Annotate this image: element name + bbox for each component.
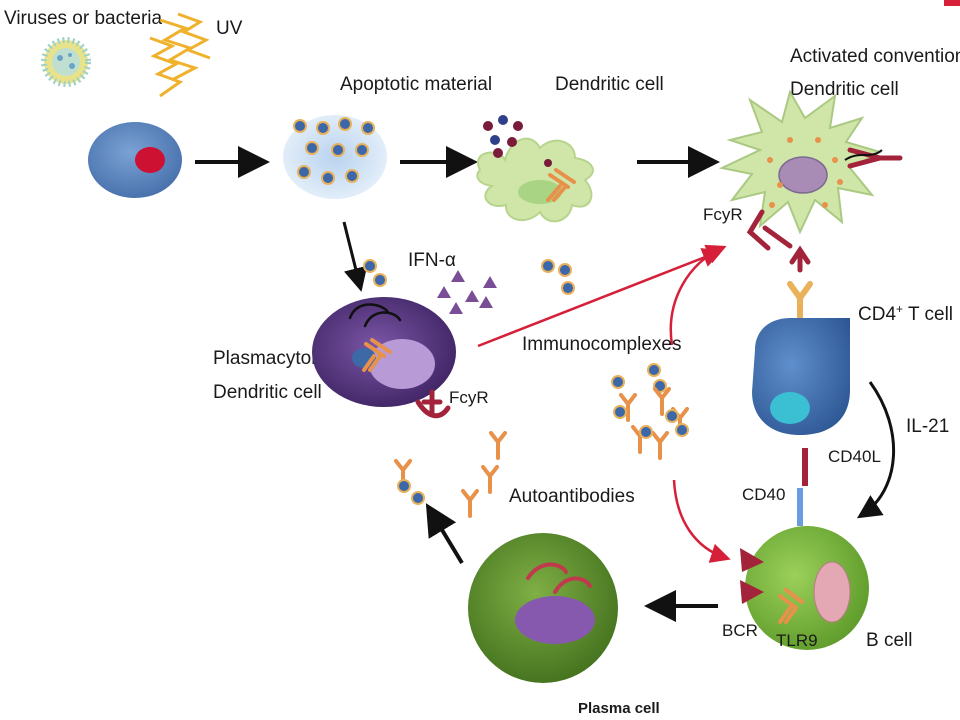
- label-fcyr-top: FcyR: [703, 205, 743, 224]
- apoptotic-material-icon: [283, 115, 387, 199]
- small-blobs-icon: [363, 259, 575, 295]
- virus-icon: [41, 37, 91, 87]
- corner-mark: [944, 0, 960, 6]
- label-cd4: CD4+ T cell: [858, 302, 953, 325]
- label-pdc-line1: Plasmacytoid: [213, 348, 326, 369]
- label-autoantibodies: Autoantibodies: [509, 486, 635, 507]
- plasma-cell-icon: [468, 533, 618, 683]
- autoantibodies-icon: [394, 431, 507, 518]
- ifn-alpha-triangles-icon: [437, 270, 497, 314]
- dendritic-cell-icon: [476, 115, 594, 223]
- immunocomplexes-icon: [611, 363, 689, 460]
- arrow-tcell-to-bcell: [856, 381, 896, 519]
- label-il21: IL-21: [906, 416, 949, 437]
- label-cd40l: CD40L: [828, 447, 881, 466]
- label-pdc-line2: Dendritic cell: [213, 382, 322, 403]
- label-apoptotic: Apoptotic material: [340, 74, 492, 95]
- arrow-apoptotic-to-pdc: [342, 221, 368, 292]
- arrow-immunocomplex-to-bcell: [672, 479, 731, 563]
- label-ifn: IFN-α: [408, 250, 456, 271]
- arrow-immunocomplex-to-activated: [669, 244, 727, 346]
- label-uv: UV: [216, 18, 243, 39]
- label-bcell: B cell: [866, 630, 912, 651]
- uv-rays-icon: [149, 12, 211, 98]
- arrow-plasma-to-autoantibodies: [425, 503, 464, 565]
- label-plasma: Plasma cell: [578, 700, 660, 717]
- cd40l-bar: [802, 448, 808, 486]
- label-immunocomplexes: Immunocomplexes: [522, 334, 681, 355]
- label-cd40: CD40: [742, 485, 785, 504]
- activated-dendritic-cell-icon: [718, 89, 903, 273]
- arrow-pdc-to-activated: [477, 248, 723, 348]
- label-viruses: Viruses or bacteria: [4, 8, 162, 29]
- label-cd4-main: CD4: [858, 304, 896, 325]
- label-fcyr-mid: FcyR: [449, 388, 489, 407]
- label-dendritic: Dendritic cell: [555, 74, 664, 95]
- label-cd4-sup: +: [896, 302, 903, 316]
- label-bcr: BCR: [722, 621, 758, 640]
- label-activated-line1: Activated conventional: [790, 46, 960, 67]
- label-activated-line2: Dendritic cell: [790, 79, 899, 100]
- cell-icon: [88, 122, 182, 198]
- plasmacytoid-dendritic-cell-icon: [312, 297, 456, 419]
- cd4-t-cell-icon: [752, 318, 850, 435]
- label-cd4-rest: T cell: [903, 304, 953, 325]
- cd40-bar: [797, 488, 803, 526]
- tcr-receptor-icon: [787, 281, 813, 321]
- b-cell-icon: [740, 526, 869, 650]
- label-tlr9: TLR9: [776, 631, 818, 650]
